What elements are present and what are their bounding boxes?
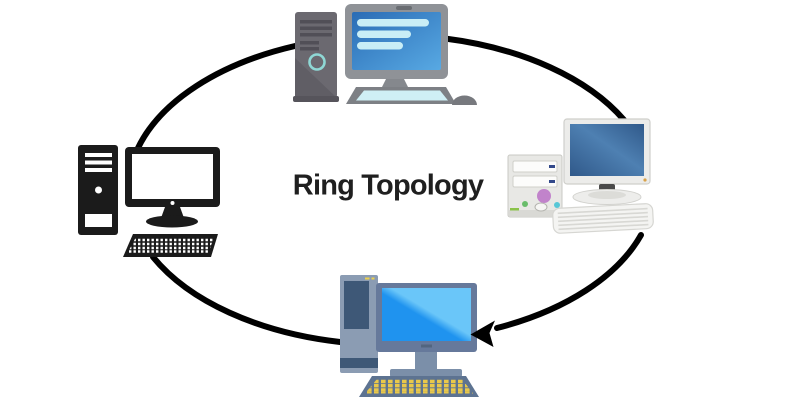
keyboard-icon <box>346 87 456 104</box>
ring-link <box>135 35 644 345</box>
monitor-icon <box>563 118 651 205</box>
workstation-right <box>507 118 654 234</box>
computer-tower-icon <box>293 12 339 102</box>
workstation-left <box>78 145 220 257</box>
ring-arc-right-to-bottom <box>494 232 644 331</box>
ring-arc-left-to-top <box>135 43 298 151</box>
ring-arc-bottom-to-left <box>150 254 343 345</box>
diagram-title: Ring Topology <box>292 169 484 202</box>
keyboard-icon <box>552 203 654 234</box>
ring-arc-top-to-right <box>442 35 627 123</box>
flow-arrowhead-icon <box>470 320 495 347</box>
power-button-icon <box>308 53 326 71</box>
keyboard-icon <box>123 234 218 257</box>
monitor-icon <box>376 283 477 377</box>
monitor-icon <box>125 147 220 228</box>
computer-tower-icon <box>507 154 563 218</box>
power-button-icon <box>537 189 551 203</box>
keyboard-icon <box>359 376 479 397</box>
workstation-top <box>293 4 477 105</box>
workstation-bottom <box>340 275 479 397</box>
mouse-icon <box>452 95 477 105</box>
monitor-icon <box>345 4 448 101</box>
computer-tower-icon <box>78 145 118 235</box>
computer-tower-icon <box>340 275 378 373</box>
